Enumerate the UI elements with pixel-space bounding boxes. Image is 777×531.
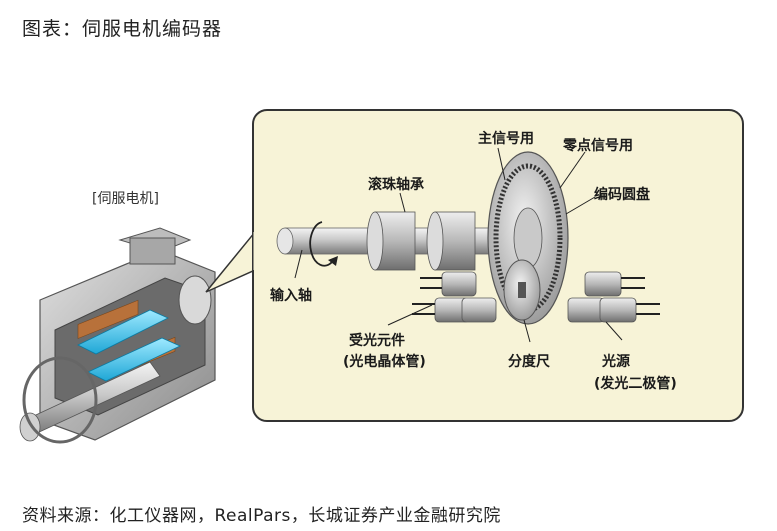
label-receiver: 受光元件 xyxy=(349,332,405,349)
label-scale: 分度尺 xyxy=(508,353,550,370)
scale-illustration xyxy=(504,260,540,320)
label-input-shaft: 输入轴 xyxy=(270,287,312,304)
label-main-signal: 主信号用 xyxy=(478,130,534,147)
label-zero-signal: 零点信号用 xyxy=(562,137,633,154)
servo-motor-illustration: [伺服电机] xyxy=(20,191,215,442)
label-code-disk: 编码圆盘 xyxy=(594,186,650,203)
label-light-source-sub: (发光二极管) xyxy=(594,375,677,392)
label-receiver-sub: (光电晶体管) xyxy=(343,353,426,370)
source-note: 资料来源：化工仪器网，RealPars，长城证券产业金融研究院 xyxy=(22,501,501,526)
callout-pointer xyxy=(206,232,255,292)
label-ball-bearing: 滚珠轴承 xyxy=(368,176,424,193)
label-light-source: 光源 xyxy=(601,353,630,370)
motor-label: [伺服电机] xyxy=(92,191,159,207)
